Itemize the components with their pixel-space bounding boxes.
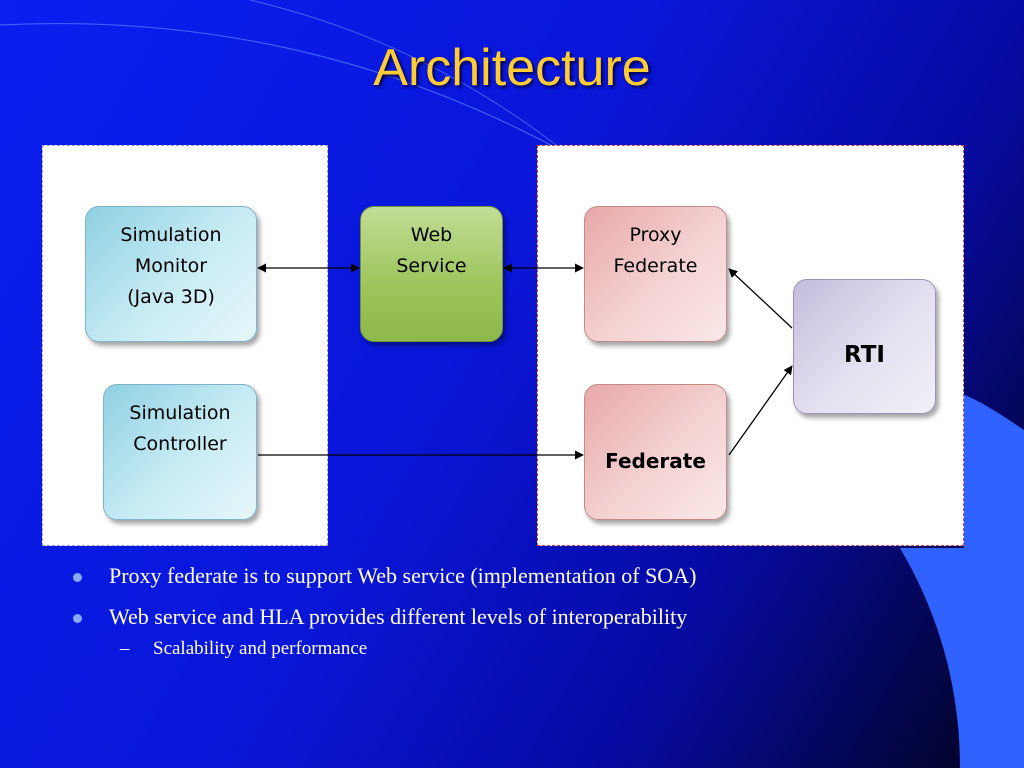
web-service-node: Web Service — [360, 206, 503, 342]
proxy-federate-line-2: Federate — [613, 255, 698, 277]
web-service-line-2: Service — [396, 255, 467, 277]
bullet-text: Web service and HLA provides different l… — [109, 604, 688, 629]
simulation-monitor-node: Simulation Monitor (Java 3D) — [85, 206, 257, 342]
federate-label: Federate — [605, 449, 706, 473]
proxy-federate-node: Proxy Federate — [584, 206, 727, 342]
federate-node: Federate — [584, 384, 727, 520]
bullet-dot-icon — [73, 614, 82, 623]
web-service-line-1: Web — [410, 224, 453, 246]
sub-bullet-text: Scalability and performance — [153, 638, 368, 659]
bullet-item: Web service and HLA provides different l… — [72, 603, 952, 630]
simulation-monitor-line-3: (Java 3D) — [127, 286, 215, 308]
simulation-controller-node: Simulation Controller — [103, 384, 257, 520]
sub-bullet-dash: – — [120, 638, 130, 659]
simulation-monitor-line-2: Monitor — [134, 255, 208, 277]
rti-node: RTI — [793, 279, 936, 414]
bullet-list: Proxy federate is to support Web service… — [72, 562, 952, 660]
proxy-federate-line-1: Proxy — [629, 224, 682, 246]
bullet-text: Proxy federate is to support Web service… — [109, 563, 697, 588]
simulation-monitor-line-1: Simulation — [120, 224, 222, 246]
bullet-item: Proxy federate is to support Web service… — [72, 562, 952, 589]
simulation-controller-line-1: Simulation — [129, 402, 231, 424]
slide-title: Architecture — [373, 39, 651, 97]
rti-label: RTI — [844, 342, 885, 368]
sub-bullet-item: – Scalability and performance — [72, 638, 952, 660]
bullet-dot-icon — [73, 573, 82, 582]
simulation-controller-line-2: Controller — [133, 433, 227, 455]
